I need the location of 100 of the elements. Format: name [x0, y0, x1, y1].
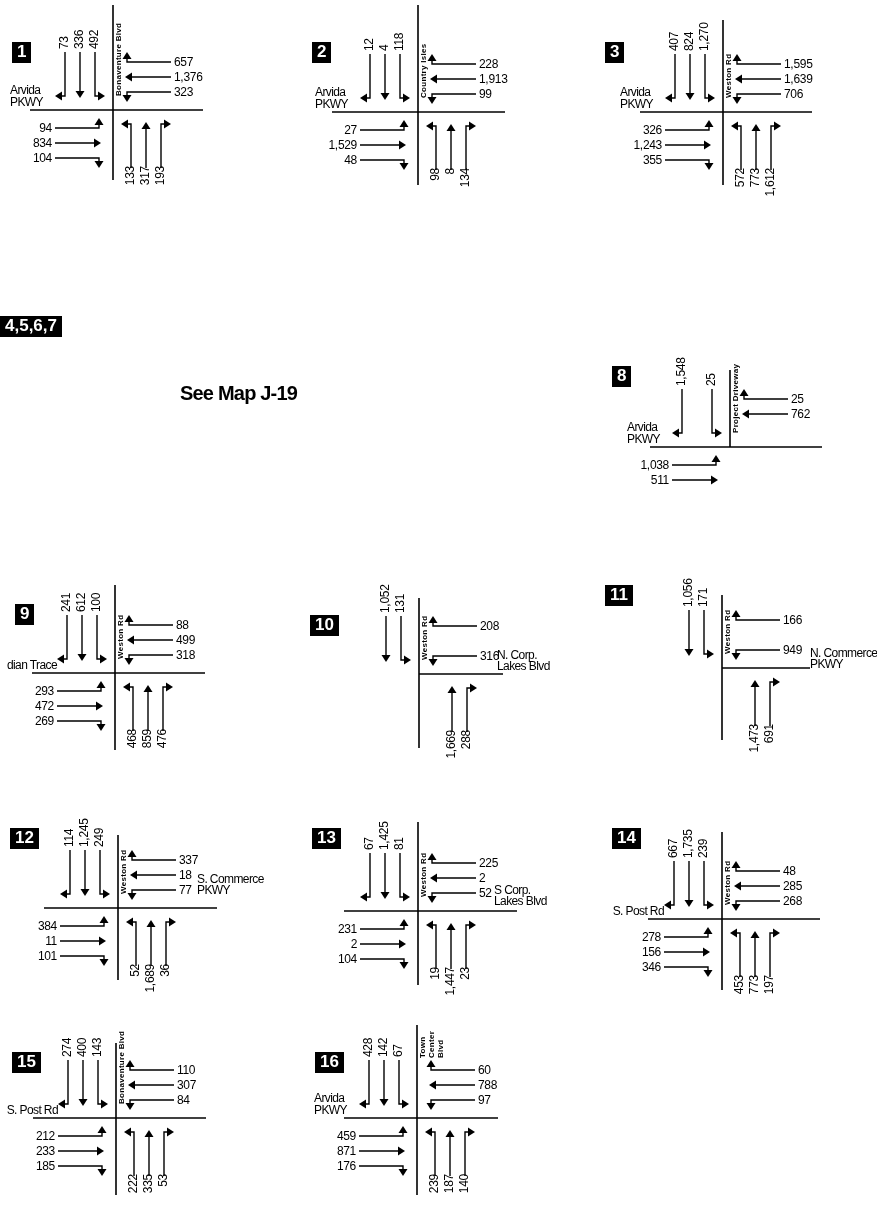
street-name: Project Driveway	[732, 363, 741, 433]
volume-number: 268	[783, 895, 803, 907]
street-name: Weston Rd	[117, 614, 126, 659]
volume-number: 140	[458, 1174, 470, 1194]
volume-number: 468	[126, 729, 138, 749]
volume-number: 476	[156, 729, 168, 749]
street-name: Arvida PKWY	[10, 85, 44, 108]
volume-number: 773	[749, 168, 761, 188]
volume-number: 492	[88, 29, 100, 49]
volume-number: 100	[90, 592, 102, 612]
volume-number: 73	[58, 36, 70, 49]
volume-number: 400	[76, 1037, 88, 1057]
volume-number: 171	[697, 587, 709, 607]
volume-number: 143	[91, 1037, 103, 1057]
volume-number: 453	[733, 975, 745, 995]
volume-number: 1,056	[682, 578, 694, 607]
volume-number: 293	[34, 685, 54, 697]
volume-number: 36	[159, 964, 171, 977]
volume-number: 323	[174, 86, 194, 98]
volume-number: 337	[179, 854, 199, 866]
volume-number: 1,548	[675, 357, 687, 386]
volume-number: 824	[683, 31, 695, 51]
number-badge: 4,5,6,7	[0, 316, 62, 337]
volume-number: 428	[362, 1037, 374, 1057]
street-name: Town Center Blvd	[419, 1029, 446, 1058]
volume-number: 1,612	[764, 168, 776, 197]
volume-number: 185	[35, 1160, 55, 1172]
street-name: Weston Rd	[420, 852, 429, 897]
volume-number: 335	[142, 1174, 154, 1194]
volume-number: 88	[176, 619, 189, 631]
volume-number: 274	[61, 1037, 73, 1057]
volume-number: 239	[697, 838, 709, 858]
number-badge: 14	[612, 828, 641, 849]
volume-number: 193	[154, 166, 166, 186]
volume-number: 97	[478, 1094, 491, 1106]
volume-number: 60	[478, 1064, 491, 1076]
volume-number: 269	[34, 715, 54, 727]
volume-number: 612	[75, 592, 87, 612]
volume-number: 1,529	[328, 139, 357, 151]
street-name: S. Post Rd	[612, 905, 664, 917]
volume-number: 23	[459, 967, 471, 980]
volume-number: 307	[177, 1079, 197, 1091]
volume-number: 318	[176, 649, 196, 661]
number-badge: 13	[312, 828, 341, 849]
volume-number: 285	[783, 880, 803, 892]
volume-number: 241	[60, 592, 72, 612]
number-badge: 3	[605, 42, 625, 63]
volume-number: 52	[129, 964, 141, 977]
street-name: S. Post Rd	[6, 1104, 58, 1116]
volume-number: 788	[478, 1079, 498, 1091]
volume-number: 142	[377, 1037, 389, 1057]
volume-number: 81	[393, 837, 405, 850]
number-badge: 1	[12, 42, 32, 63]
street-name: N. Corp. Lakes Blvd	[497, 650, 551, 673]
volume-number: 67	[392, 1044, 404, 1057]
volume-number: 657	[174, 56, 194, 68]
volume-number: 1,689	[144, 964, 156, 993]
volume-number: 4	[378, 44, 390, 51]
volume-number: 317	[139, 166, 151, 186]
volume-number: 48	[344, 154, 357, 166]
volume-number: 459	[336, 1130, 356, 1142]
street-name: S. Commerce PKWY	[197, 874, 265, 897]
volume-number: 706	[784, 88, 804, 100]
volume-number: 53	[157, 1174, 169, 1187]
volume-number: 176	[336, 1160, 356, 1172]
volume-number: 166	[783, 614, 803, 626]
volume-number: 326	[642, 124, 662, 136]
number-badge: 11	[605, 585, 633, 606]
volume-number: 572	[734, 168, 746, 188]
street-name: Arvida PKWY	[627, 422, 661, 445]
street-name: Weston Rd	[725, 53, 734, 98]
volume-number: 249	[93, 827, 105, 847]
volume-number: 2	[479, 872, 486, 884]
volume-number: 84	[177, 1094, 190, 1106]
volume-number: 222	[127, 1174, 139, 1194]
volume-number: 1,669	[445, 730, 457, 759]
volume-number: 871	[336, 1145, 356, 1157]
volume-number: 77	[179, 884, 192, 896]
volume-number: 225	[479, 857, 499, 869]
street-name: Bonaventure Blvd	[115, 22, 124, 96]
volume-number: 1,473	[748, 724, 760, 753]
volume-number: 114	[63, 828, 75, 847]
volume-number: 228	[479, 58, 499, 70]
volume-number: 11	[45, 935, 57, 947]
volume-number: 133	[124, 166, 136, 186]
volume-number: 67	[363, 837, 375, 850]
volume-number: 1,447	[444, 967, 456, 996]
number-badge: 16	[315, 1052, 344, 1073]
volume-number: 949	[783, 644, 803, 656]
volume-number: 1,639	[784, 73, 813, 85]
volume-number: 1,913	[479, 73, 508, 85]
volume-number: 131	[394, 593, 406, 613]
volume-number: 208	[480, 620, 500, 632]
volume-number: 355	[642, 154, 662, 166]
volume-number: 12	[363, 38, 375, 51]
volume-number: 52	[479, 887, 492, 899]
volume-number: 98	[429, 168, 441, 181]
volume-number: 233	[35, 1145, 55, 1157]
volume-number: 101	[37, 950, 57, 962]
volume-number: 288	[460, 730, 472, 750]
